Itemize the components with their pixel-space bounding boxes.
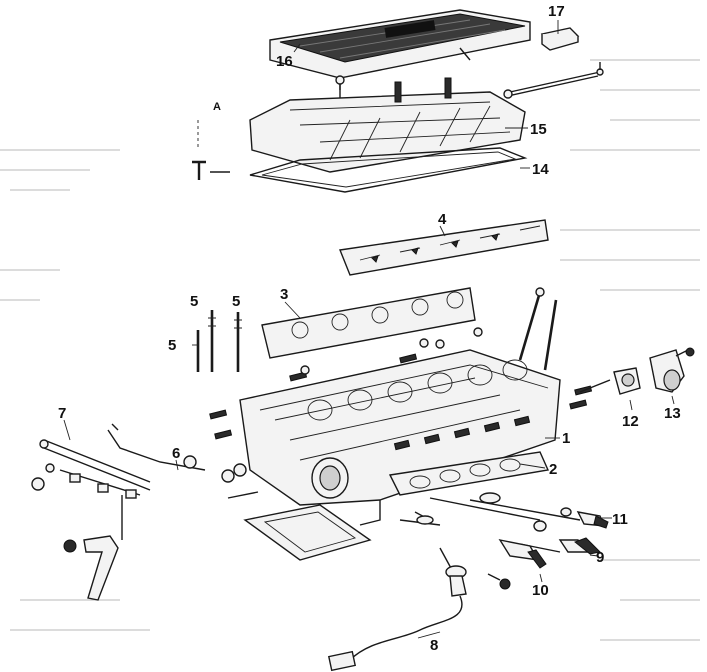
callout-a: A (213, 101, 221, 113)
camshaft-caps (261, 287, 476, 359)
callout-3: 3 (280, 286, 288, 303)
callout-16: 16 (276, 53, 293, 70)
callout-1: 1 (562, 430, 570, 447)
cable-sensor (327, 547, 511, 672)
studs (196, 310, 242, 372)
callout-labels: 1 2 3 4 5 5 5 6 7 8 9 10 11 12 13 14 15 … (58, 3, 681, 654)
callout-9: 9 (596, 549, 604, 566)
leader-lines (63, 20, 675, 639)
callout-5b: 5 (232, 293, 240, 310)
callout-5a: 5 (190, 293, 198, 310)
callout-12: 12 (622, 413, 639, 430)
callout-6: 6 (172, 445, 180, 462)
callout-11: 11 (612, 511, 628, 528)
engine-cover (269, 9, 531, 90)
callout-8: 8 (430, 637, 438, 654)
valve-cover (249, 75, 526, 173)
callout-5c: 5 (168, 337, 176, 354)
bracket-lower-left (63, 495, 123, 601)
cylinder-head (239, 349, 561, 526)
callout-14: 14 (532, 161, 549, 178)
callout-15: 15 (530, 121, 547, 138)
water-outlet (579, 347, 695, 395)
cover-stay (503, 62, 604, 99)
head-gasket (388, 451, 550, 504)
callout-17: 17 (548, 3, 565, 20)
lower-plate (243, 504, 441, 561)
intake-strip (339, 219, 549, 276)
valve-cover-gasket (249, 147, 528, 193)
plugs-bolts (429, 497, 609, 569)
callout-13: 13 (664, 405, 681, 422)
callout-2: 2 (549, 461, 557, 478)
right-studs (518, 287, 558, 371)
small-pins (209, 327, 593, 440)
oil-cap (540, 27, 580, 51)
callout-4: 4 (438, 211, 447, 228)
background-bleed (0, 59, 700, 641)
marker-t (192, 120, 230, 180)
fuel-rail (31, 439, 151, 499)
sensor-group (107, 423, 259, 499)
callout-7: 7 (58, 405, 66, 422)
callout-10: 10 (532, 582, 549, 599)
